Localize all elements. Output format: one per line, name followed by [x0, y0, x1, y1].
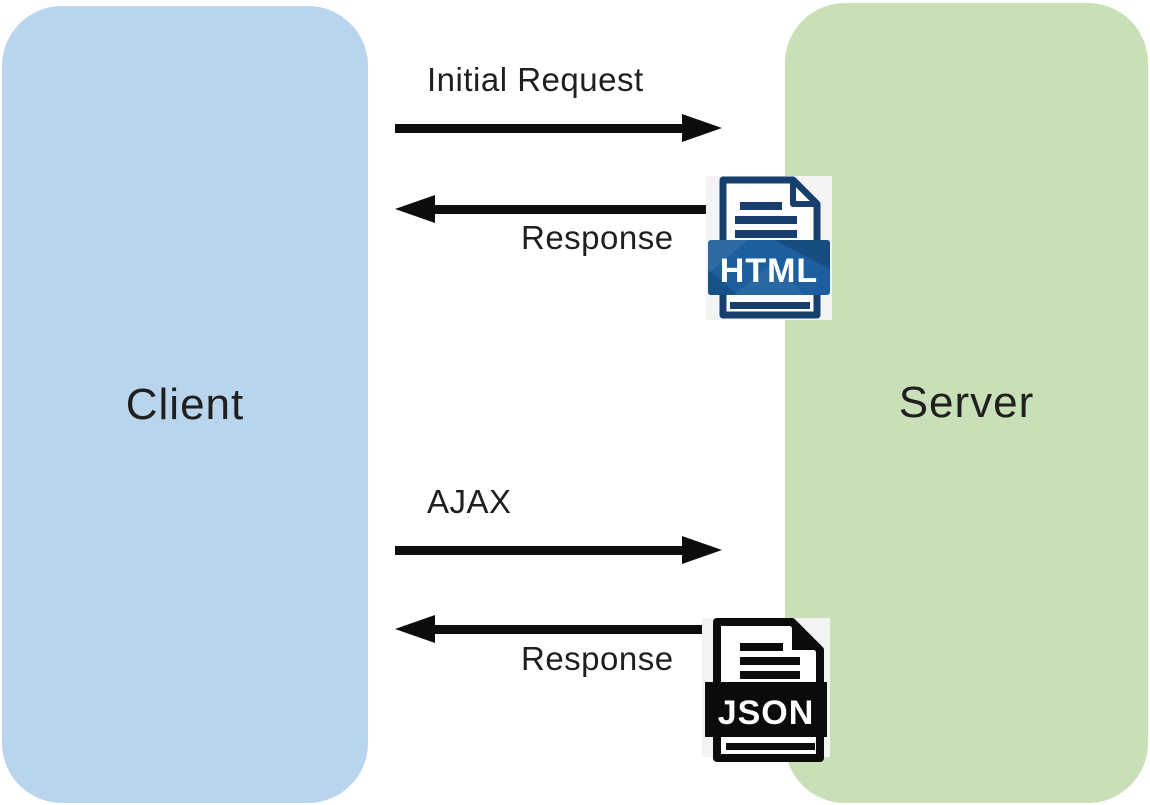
client-label: Client [125, 379, 245, 429]
response-html-arrow [395, 194, 708, 224]
arrow-left-head-icon [395, 615, 435, 643]
server-box: Server [785, 3, 1148, 803]
response-html-label: Response [521, 219, 674, 256]
arrow-right-head-icon [682, 114, 722, 142]
server-label: Server [898, 378, 1035, 427]
ajax-label: AJAX [427, 483, 512, 520]
json-file-icon: JSON [702, 618, 830, 762]
arrow-shaft [431, 625, 705, 634]
arrow-left-head-icon [395, 195, 435, 223]
arrow-right-head-icon [682, 536, 722, 564]
json-icon-label: JSON [718, 694, 815, 732]
html-file-icon: HTML [706, 176, 832, 320]
initial-request-arrow [395, 113, 722, 143]
response-json-arrow [395, 614, 705, 644]
html-icon-label: HTML [720, 252, 818, 290]
arrow-shaft [395, 124, 686, 133]
initial-request-label: Initial Request [427, 61, 644, 98]
arrow-shaft [431, 205, 708, 214]
arrow-shaft [395, 546, 686, 555]
ajax-arrow [395, 535, 722, 565]
client-box: Client [2, 6, 368, 803]
response-json-label: Response [521, 640, 674, 677]
